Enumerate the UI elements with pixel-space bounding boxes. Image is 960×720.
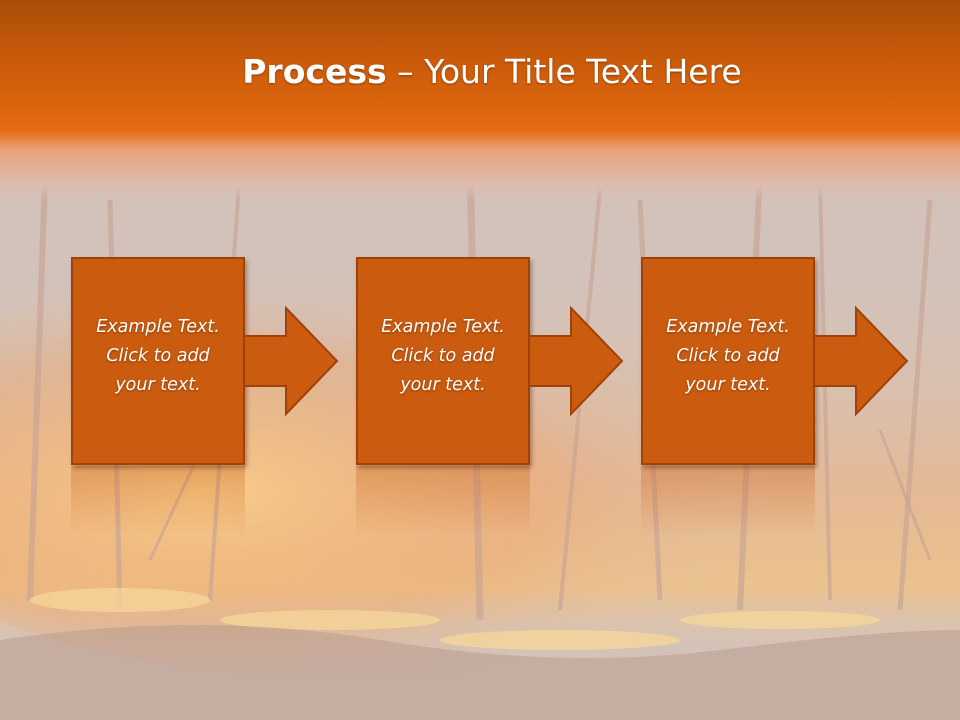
title-rest-part: – Your Title Text Here (386, 52, 742, 91)
process-step-1[interactable]: Example Text. Click to add your text. (71, 257, 245, 465)
right-arrow-icon (244, 306, 339, 416)
right-arrow-icon (814, 306, 909, 416)
step-1-reflection (71, 466, 245, 536)
title-bold-part: Process (242, 52, 387, 91)
process-step-2[interactable]: Example Text. Click to add your text. (356, 257, 530, 465)
step-3-text: Example Text. Click to add your text. (666, 317, 790, 395)
step-1-text: Example Text. Click to add your text. (96, 317, 220, 395)
title-banner (0, 0, 960, 200)
slide-title[interactable]: Process – Your Title Text Here (0, 52, 960, 91)
process-step-3[interactable]: Example Text. Click to add your text. (641, 257, 815, 465)
right-arrow-icon (529, 306, 624, 416)
step-2-text: Example Text. Click to add your text. (381, 317, 505, 395)
step-3-reflection (641, 466, 815, 536)
step-2-reflection (356, 466, 530, 536)
